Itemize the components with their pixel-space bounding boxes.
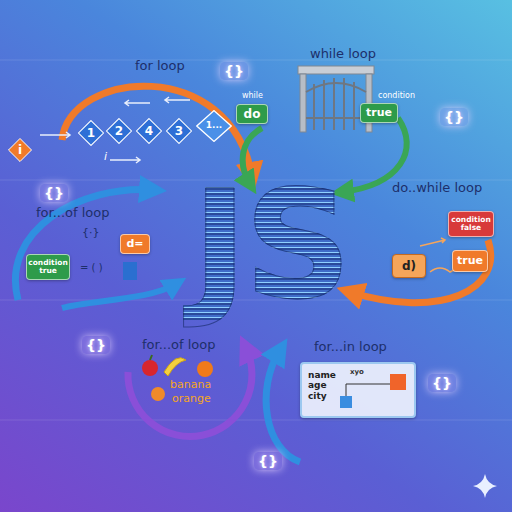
loop-title: for...of loop bbox=[36, 205, 110, 220]
brace-icon: {} bbox=[82, 336, 110, 354]
grid-lines bbox=[0, 60, 512, 420]
condition-tag: condition true bbox=[26, 254, 70, 280]
do-tag: do bbox=[236, 104, 268, 124]
node-label: true bbox=[366, 107, 392, 119]
node-label: 1 bbox=[87, 127, 95, 140]
condition-tag: condition false bbox=[448, 211, 494, 237]
node-label: do bbox=[244, 108, 261, 121]
keyword-note: condition bbox=[378, 91, 415, 100]
node-text: xyo bbox=[350, 369, 380, 376]
iteration-diamond: 2 bbox=[106, 118, 132, 144]
iteration-diamond: 1... bbox=[196, 110, 232, 142]
node-label: true bbox=[457, 255, 483, 267]
brace-icon: {} bbox=[428, 374, 456, 392]
iteration-diamond: 3 bbox=[166, 118, 192, 144]
node-label: 1... bbox=[206, 121, 223, 130]
loop-title: for loop bbox=[135, 58, 185, 73]
iteration-diamond: 1 bbox=[78, 120, 104, 146]
node-label: condition false bbox=[449, 216, 493, 232]
node-label: 4 bbox=[145, 125, 153, 138]
diamond-shape bbox=[197, 111, 232, 142]
loop-arc bbox=[266, 350, 300, 462]
code-snippet: = ( ) bbox=[80, 262, 103, 273]
iteration-diamond: 4 bbox=[136, 118, 162, 144]
brace-icon: {} bbox=[40, 184, 68, 202]
condition-tag: true bbox=[360, 103, 398, 123]
code-box: d) bbox=[392, 254, 426, 278]
code-box: d= bbox=[120, 234, 150, 254]
js-logo: JS bbox=[180, 170, 360, 320]
loop-title: while loop bbox=[310, 46, 376, 61]
brace-icon: {} bbox=[220, 62, 248, 80]
node-text: name age city bbox=[308, 370, 338, 401]
fruit-name: banana bbox=[170, 378, 211, 391]
node-label: for...in loop bbox=[314, 340, 444, 354]
node-label: 2 bbox=[115, 125, 123, 138]
loop-arc bbox=[62, 284, 176, 308]
index-variable: i bbox=[8, 138, 32, 162]
value-square bbox=[390, 374, 406, 390]
diamond-shape bbox=[107, 119, 132, 144]
keyword-note: while bbox=[242, 91, 263, 100]
loop-title: for...of loop bbox=[142, 337, 216, 352]
condition-tag: true bbox=[452, 250, 488, 272]
loop-title: do..while loop bbox=[392, 180, 482, 195]
node-label: d) bbox=[402, 260, 416, 273]
diamond-shape bbox=[8, 138, 31, 161]
diamond-shape bbox=[137, 119, 162, 144]
brace-icon: {} bbox=[440, 108, 468, 126]
code-block-icon bbox=[123, 262, 137, 280]
variable-name: i bbox=[104, 150, 107, 163]
node-label: condition true bbox=[27, 259, 69, 275]
node-label: 3 bbox=[175, 125, 183, 138]
value-square bbox=[340, 396, 352, 408]
pointer-line bbox=[346, 384, 390, 398]
loop-arc bbox=[350, 240, 491, 303]
diamond-shape bbox=[79, 121, 104, 146]
brace-icon: {} bbox=[254, 452, 282, 470]
object-box: for...in loopname age cityxyo bbox=[300, 362, 416, 418]
diamond-shape bbox=[167, 119, 192, 144]
loop-arc bbox=[128, 348, 252, 437]
code-snippet: {·} bbox=[82, 226, 100, 239]
sparkle bbox=[473, 474, 497, 498]
loop-arc bbox=[15, 190, 153, 300]
loop-arc bbox=[62, 86, 252, 176]
fruit-name: orange bbox=[172, 392, 211, 405]
node-label: d= bbox=[126, 238, 143, 250]
node-label: i bbox=[18, 144, 22, 157]
